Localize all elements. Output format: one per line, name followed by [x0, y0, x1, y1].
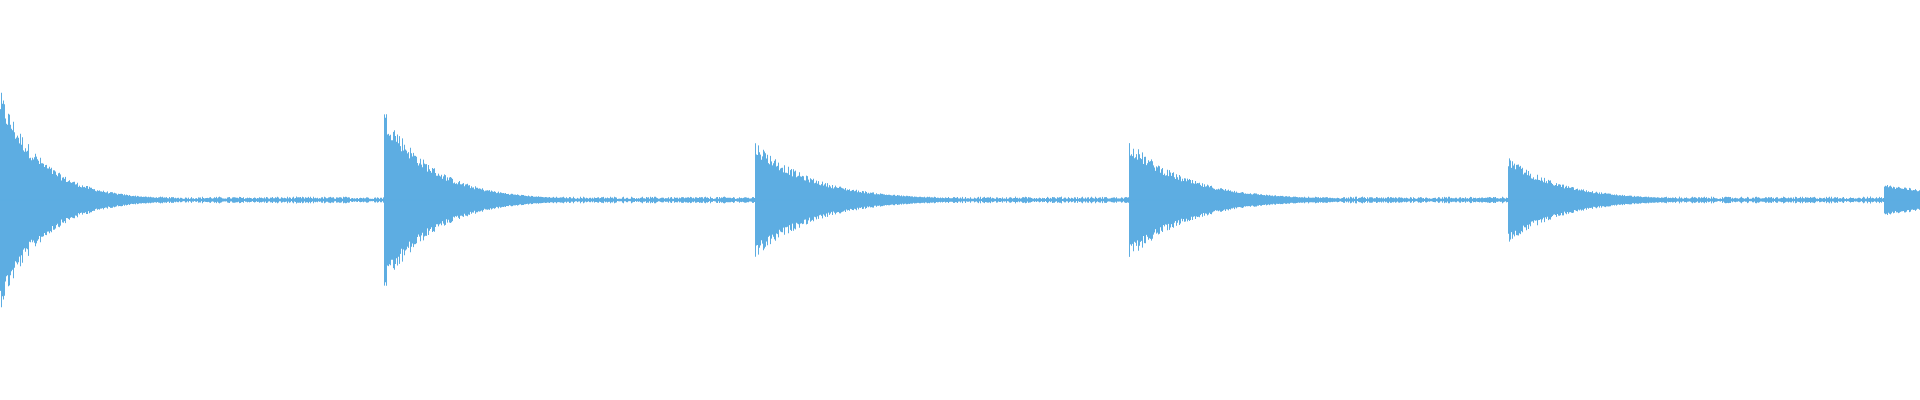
- waveform-bars: [0, 92, 1920, 308]
